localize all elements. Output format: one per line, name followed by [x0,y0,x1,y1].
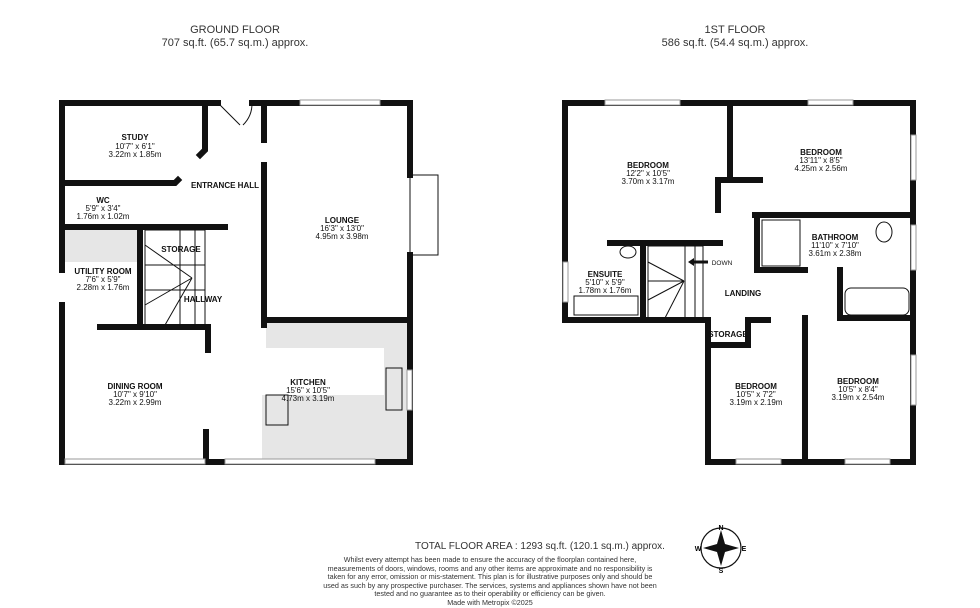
hob-icon [265,394,289,426]
credit: Made with Metropix ©2025 [447,597,533,607]
compass-east: E [742,546,747,553]
window [844,458,891,465]
compass-south: S [719,568,724,575]
window [406,369,413,411]
window [807,99,854,106]
window [910,354,917,406]
total-floor-area: TOTAL FLOOR AREA : 1293 sq.ft. (120.1 sq… [415,541,665,552]
compass-north: N [718,525,723,532]
shower-tray-icon [573,295,639,316]
window [910,224,917,271]
shower-icon [761,219,801,267]
ground-floor-title: GROUND FLOOR [190,24,280,36]
bay-window [409,174,439,256]
front-door [217,102,253,126]
first-floor-area: 586 sq.ft. (54.4 sq.m.) approx. [661,37,809,49]
ground-floor-area: 707 sq.ft. (65.7 sq.m.) approx. [161,37,309,49]
bath-icon [844,287,910,316]
room-label-storage: STORAGE [708,330,748,339]
stairs-down-label: DOWN [712,260,733,267]
window [299,99,381,106]
compass-west: W [695,546,702,553]
window [562,261,569,303]
room-label-landing: LANDING [725,289,761,298]
kitchen-counter [262,323,408,460]
first-floor-header: 1ST FLOOR 586 sq.ft. (54.4 sq.m.) approx… [630,24,840,50]
first-floor-title: 1ST FLOOR [704,24,766,36]
stairs-icon [144,229,206,326]
window [735,458,782,465]
ground-walls [59,100,413,465]
stairs-icon [647,245,704,319]
room-label-entrance-hall: ENTRANCE HALL [191,181,259,190]
window [64,458,206,465]
room-label-hallway: HALLWAY [184,295,223,304]
toilet-icon [875,221,893,243]
down-arrow-head [688,258,694,266]
window [910,134,917,181]
room-label-storage: STORAGE [161,245,201,254]
disclaimer: Whilst every attempt has been made to en… [320,555,660,608]
ground-floor-header: GROUND FLOOR 707 sq.ft. (65.7 sq.m.) app… [130,24,340,50]
compass-icon: N E S W [695,525,747,575]
window [224,458,376,465]
toilet-icon [619,245,637,259]
utility-counter [62,230,140,262]
sink-icon [385,367,403,411]
window [604,99,681,106]
disclaimer-text: Whilst every attempt has been made to en… [323,555,657,599]
